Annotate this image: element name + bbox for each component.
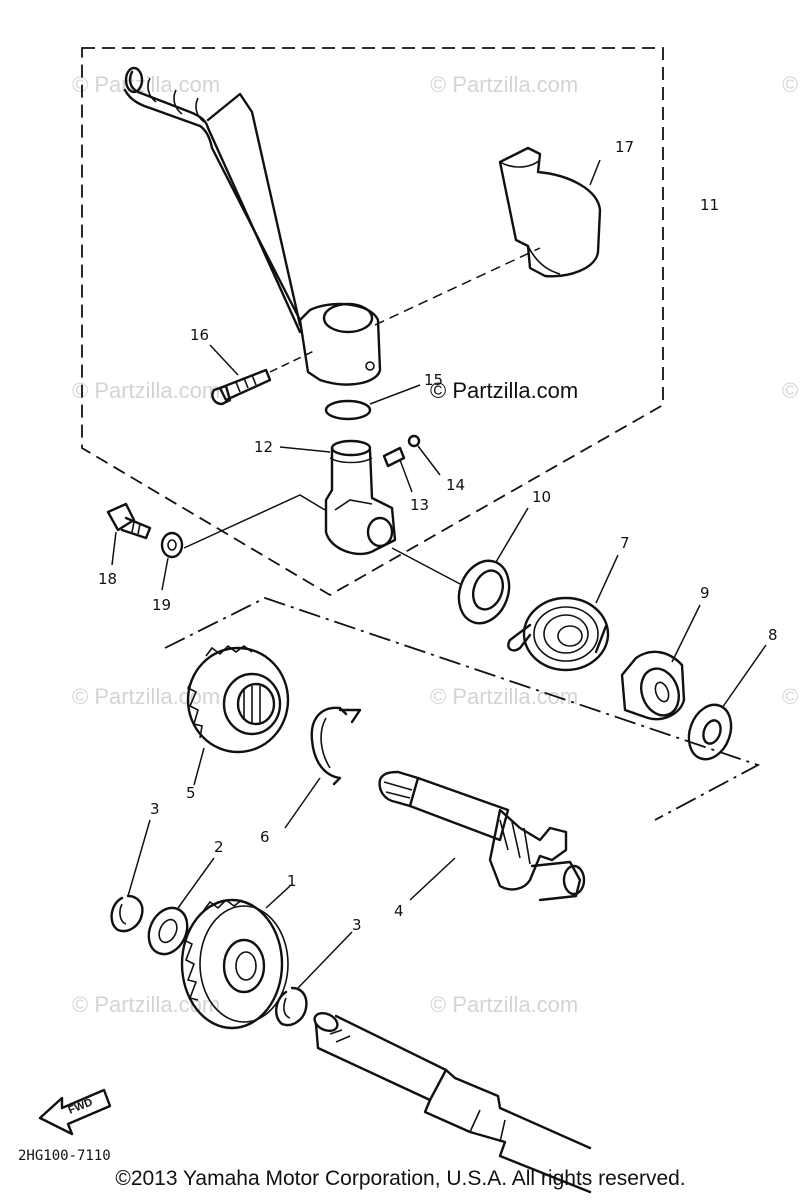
o-ring-15	[324, 399, 372, 421]
watermark: ©	[782, 684, 798, 709]
watermark-layer: © Partzilla.com © Partzilla.com © Partzi…	[72, 72, 798, 1017]
leader-line	[284, 777, 321, 829]
oil-seal-10	[457, 559, 511, 625]
callout-3-lower: 3	[352, 916, 362, 934]
watermark: © Partzilla.com	[72, 72, 220, 97]
callout-14: 14	[446, 476, 465, 494]
leader-line	[409, 857, 456, 901]
callout-labels: 17 11 16 15 12 13 14 10 7 18 19 9 8 5 3 …	[98, 138, 778, 934]
spring-7	[507, 596, 610, 672]
watermark: © Partzilla.com	[72, 378, 220, 403]
watermark: ©	[782, 72, 798, 97]
leader-line	[161, 557, 169, 591]
leader-line	[193, 747, 205, 786]
leader-line	[671, 604, 701, 663]
center-watermark: © Partzilla.com	[430, 378, 578, 403]
copyright-notice: ©2013 Yamaha Motor Corporation, U.S.A. A…	[115, 1167, 686, 1190]
leader-line	[209, 344, 239, 376]
clip-6	[310, 706, 362, 786]
leader-line	[391, 547, 463, 586]
leader-line	[127, 819, 151, 897]
callout-17: 17	[615, 138, 634, 156]
callout-16: 16	[190, 326, 209, 344]
leader-line	[595, 554, 619, 604]
callout-18: 18	[98, 570, 117, 588]
bolt-16	[211, 368, 272, 406]
leader-line	[374, 247, 541, 326]
callout-7: 7	[620, 534, 630, 552]
pin-13	[382, 446, 406, 468]
callout-5: 5	[186, 784, 196, 802]
washer-2	[147, 906, 189, 956]
leader-line	[369, 384, 421, 405]
leader-line	[177, 857, 215, 909]
circlip-3-upper	[110, 894, 144, 933]
callout-1: 1	[287, 872, 297, 890]
watermark: ©	[782, 378, 798, 403]
bolt-18	[106, 502, 152, 540]
leader-line	[265, 885, 291, 909]
washer-8	[687, 703, 733, 761]
callout-6: 6	[260, 828, 270, 846]
leader-line	[279, 446, 331, 453]
kick-boss-cover-17	[498, 146, 602, 278]
leader-line	[399, 459, 413, 493]
callout-10: 10	[532, 488, 551, 506]
callout-13: 13	[410, 496, 429, 514]
watermark: © Partzilla.com	[72, 992, 220, 1017]
drawing-code: 2HG100-7110	[18, 1148, 111, 1164]
shaft-group-boundary	[164, 597, 761, 821]
leader-line	[589, 159, 601, 186]
leader-line	[111, 531, 117, 566]
callout-15: 15	[424, 371, 443, 389]
assembly-boundary-11	[81, 47, 664, 597]
leader-line	[269, 349, 317, 373]
kick-axle-4	[378, 770, 586, 902]
callout-12: 12	[254, 438, 273, 456]
callout-3-upper: 3	[150, 800, 160, 818]
kick-shaft-12	[324, 439, 397, 556]
leader-line	[183, 494, 326, 549]
callout-11: 11	[700, 196, 719, 214]
callout-4: 4	[394, 902, 404, 920]
callout-8: 8	[768, 626, 778, 644]
callout-19: 19	[152, 596, 171, 614]
leader-line	[417, 445, 441, 476]
transmission-shaft	[313, 1011, 592, 1194]
leader-line	[297, 931, 353, 989]
leader-line	[721, 644, 767, 709]
kick-gear-5	[186, 644, 290, 754]
callout-2: 2	[214, 838, 224, 856]
watermark: © Partzilla.com	[72, 684, 220, 709]
washer-19	[160, 531, 184, 559]
idler-gear-1	[180, 898, 289, 1030]
fwd-arrow-icon: FWD	[38, 1088, 112, 1136]
watermark: © Partzilla.com	[430, 992, 578, 1017]
kick-crank-arm	[123, 66, 382, 386]
watermark: © Partzilla.com	[430, 72, 578, 97]
callout-9: 9	[700, 584, 710, 602]
collar-9	[620, 650, 686, 721]
circlip-3-lower	[275, 986, 308, 1027]
leader-line	[495, 507, 529, 563]
ball-14	[407, 434, 421, 448]
